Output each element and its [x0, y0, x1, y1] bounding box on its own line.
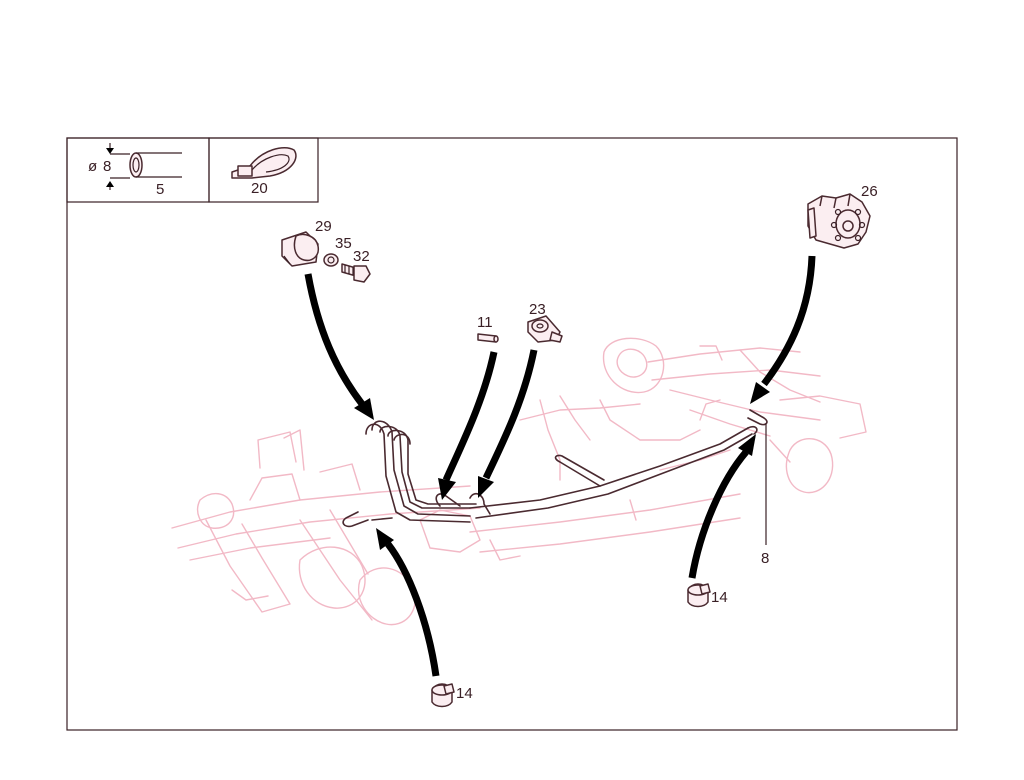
- pipe-ref-label: 5: [156, 181, 164, 198]
- callout-8: 8: [761, 550, 769, 567]
- callout-14-left: 14: [456, 685, 473, 702]
- indicator-arrows: [304, 255, 816, 677]
- part-26-grommet: [807, 193, 871, 249]
- callout-35: 35: [335, 235, 352, 252]
- legend-box: ø 8 5 20: [66, 137, 319, 203]
- part-11-pin: [477, 333, 499, 343]
- callout-11: 11: [477, 314, 493, 331]
- diameter-symbol: ø: [88, 158, 97, 175]
- callout-26: 26: [861, 183, 878, 200]
- diameter-value: 8: [103, 158, 111, 175]
- callout-29: 29: [315, 218, 332, 235]
- part-35-washer: [323, 253, 339, 267]
- clip-legend-icon: [231, 146, 297, 179]
- callout-32: 32: [353, 248, 370, 265]
- pipe-harness: [342, 409, 768, 545]
- part-23-fitting: [527, 315, 563, 343]
- callout-23: 23: [529, 301, 546, 318]
- clip-ref-label: 20: [251, 180, 268, 197]
- callout-14-right: 14: [711, 589, 728, 606]
- diagram-frame: [66, 137, 958, 731]
- chassis-outline: [171, 337, 867, 626]
- pipe-legend-icon: [106, 143, 182, 190]
- part-29-clamp: [281, 231, 320, 267]
- part-14-clip-left: [431, 683, 455, 708]
- part-32-bolt: [341, 263, 371, 283]
- part-14-clip-right: [687, 583, 711, 608]
